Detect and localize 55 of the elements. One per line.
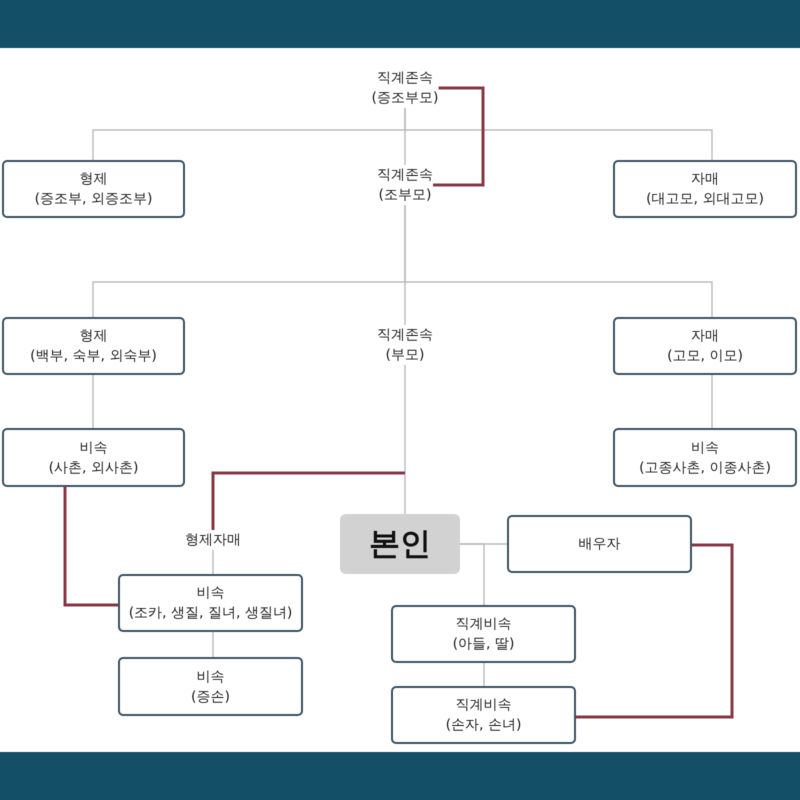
- term-label: 배우자: [578, 535, 620, 554]
- relatives-label: (백부, 숙부, 외숙부): [30, 347, 157, 366]
- term-label: 비속: [80, 438, 108, 458]
- tree-line: [404, 473, 406, 514]
- bracket-line: [576, 544, 734, 718]
- relatives-label: (부모): [386, 346, 424, 365]
- tree-line: [711, 375, 713, 428]
- self-box: [340, 514, 460, 574]
- relatives-label: (조부모): [378, 186, 432, 205]
- term-label: 직계존속: [377, 326, 433, 345]
- relative-box: [613, 428, 797, 487]
- term-label: 비속: [196, 668, 224, 686]
- relative-box: [391, 686, 576, 744]
- relative-box: [2, 317, 185, 375]
- self-label: 본인: [369, 526, 431, 562]
- tree-line: [404, 205, 713, 317]
- relative-box: [613, 317, 797, 375]
- term-label: 비속: [196, 584, 224, 603]
- term-label: 형제: [80, 170, 108, 189]
- term-label: 형제: [80, 327, 108, 346]
- relative-box: [507, 515, 692, 573]
- relative-box: [118, 574, 303, 632]
- term-label: 직계비속: [456, 696, 512, 715]
- term-label: 직계존속: [377, 69, 433, 88]
- relatives-label: (증조부, 외증조부): [34, 190, 152, 209]
- tree-line: [460, 543, 485, 605]
- relatives-label: (고모, 이모): [667, 347, 743, 366]
- relatives-label: (증조부모): [372, 89, 438, 108]
- tree-line: [92, 375, 94, 428]
- relatives-label: (고종사촌, 이종사촌): [639, 458, 771, 478]
- bracket-line: [64, 487, 118, 606]
- relatives-label: (손자, 손녀): [446, 716, 522, 735]
- tree-line: [212, 632, 214, 657]
- relative-box: [613, 160, 797, 218]
- tree-line: [212, 550, 214, 574]
- tree-line: [404, 365, 406, 473]
- relatives-label: (조카, 생질, 질녀, 생질녀): [128, 604, 292, 623]
- tree-line: [404, 108, 713, 160]
- term-label: 비속: [691, 438, 719, 458]
- term-label: 직계비속: [456, 615, 512, 634]
- term-label: 직계존속: [377, 166, 433, 185]
- relatives-label: (증손): [191, 688, 230, 706]
- term-label: 형제자매: [185, 531, 241, 550]
- tree-line: [483, 663, 485, 686]
- bracket-line: [212, 472, 405, 530]
- relatives-label: (사촌, 외사촌): [48, 458, 138, 478]
- relative-box: [2, 160, 185, 218]
- term-label: 자매: [691, 170, 719, 189]
- relatives-label: (대고모, 외대고모): [646, 190, 764, 209]
- relative-box: [2, 428, 185, 487]
- bracket-line: [433, 86, 484, 186]
- relatives-label: (아들, 딸): [452, 635, 514, 654]
- relative-box: [118, 657, 303, 716]
- term-label: 자매: [691, 327, 719, 346]
- relative-box: [391, 605, 576, 663]
